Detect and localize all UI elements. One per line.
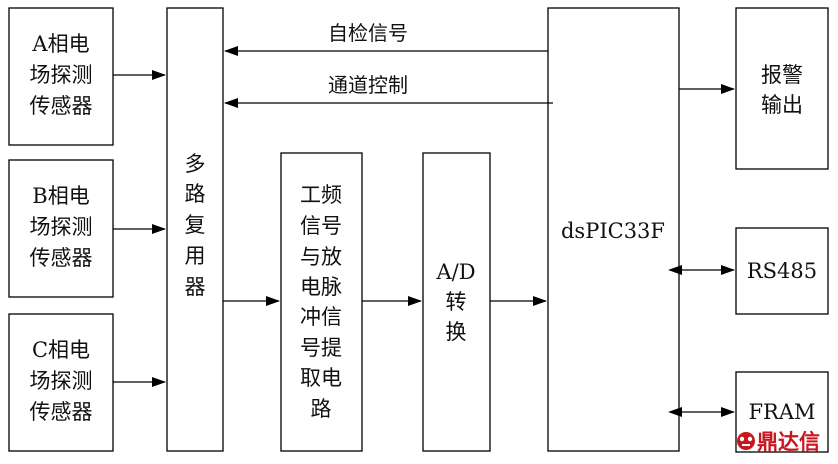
label-line: 复 — [185, 213, 206, 237]
label-line: 用 — [185, 244, 206, 268]
sensor-c-box — [8, 313, 114, 452]
label-line: 传感器 — [30, 400, 93, 424]
label-line: 场探测 — [30, 369, 93, 393]
sensor-c-label: C相电 场探测 传感器 — [30, 338, 93, 424]
extract-label: 工频 信号 与放 电脉 冲信 号提 取电 路 — [300, 183, 342, 421]
label-line: 输出 — [761, 93, 803, 117]
alarm-box — [735, 7, 829, 170]
label-line: 多 — [185, 152, 206, 176]
label-line: 传感器 — [30, 94, 93, 118]
sensor-b-label: B相电 场探测 传感器 — [30, 184, 93, 270]
edge-label-channel-control: 通道控制 — [328, 73, 408, 97]
label-line: A/D — [435, 260, 475, 284]
label-line: 冲信 — [300, 305, 342, 329]
watermark-logo: 鼎达信 — [737, 430, 820, 454]
label-line: 信号 — [300, 214, 342, 238]
label-line: RS485 — [747, 259, 817, 283]
adc-box — [422, 152, 491, 452]
label-line: 电脉 — [300, 275, 342, 299]
label-line: 号提 — [300, 336, 342, 360]
label-line: 报警 — [761, 63, 803, 87]
mcu-box — [547, 7, 680, 452]
label-line: FRAM — [748, 400, 815, 424]
label-line: A相电 — [31, 32, 89, 56]
label-line: 换 — [446, 320, 467, 344]
sensor-b-box — [8, 159, 114, 298]
label-line: 转 — [446, 290, 467, 314]
adc-label: A/D 转 换 — [435, 260, 475, 344]
label-line: 与放 — [300, 245, 342, 269]
rs485-label: RS485 — [747, 259, 817, 283]
mux-box — [166, 7, 224, 452]
label-line: 传感器 — [30, 246, 93, 270]
rs485-box — [735, 227, 829, 315]
mcu-label: dsPIC33F — [561, 219, 665, 243]
logo-icon — [737, 432, 755, 450]
label-line: B相电 — [32, 184, 89, 208]
label-line: 路 — [311, 397, 332, 421]
mux-label: 多 路 复 用 器 — [185, 152, 206, 299]
label-line: dsPIC33F — [561, 219, 665, 243]
sensor-a-box — [8, 7, 114, 146]
label-line: 器 — [185, 275, 206, 299]
alarm-label: 报警 输出 — [761, 63, 803, 117]
extract-box — [280, 152, 363, 452]
label-line: 场探测 — [30, 63, 93, 87]
watermark-text: 鼎达信 — [757, 430, 820, 454]
edge-label-self-check: 自检信号 — [328, 21, 408, 45]
sensor-a-label: A相电 场探测 传感器 — [30, 32, 93, 118]
label-line: 场探测 — [30, 215, 93, 239]
label-line: C相电 — [32, 338, 90, 362]
fram-label: FRAM — [748, 400, 815, 424]
label-line: 取电 — [300, 366, 342, 390]
label-line: 工频 — [300, 183, 342, 207]
label-line: 路 — [185, 182, 206, 206]
